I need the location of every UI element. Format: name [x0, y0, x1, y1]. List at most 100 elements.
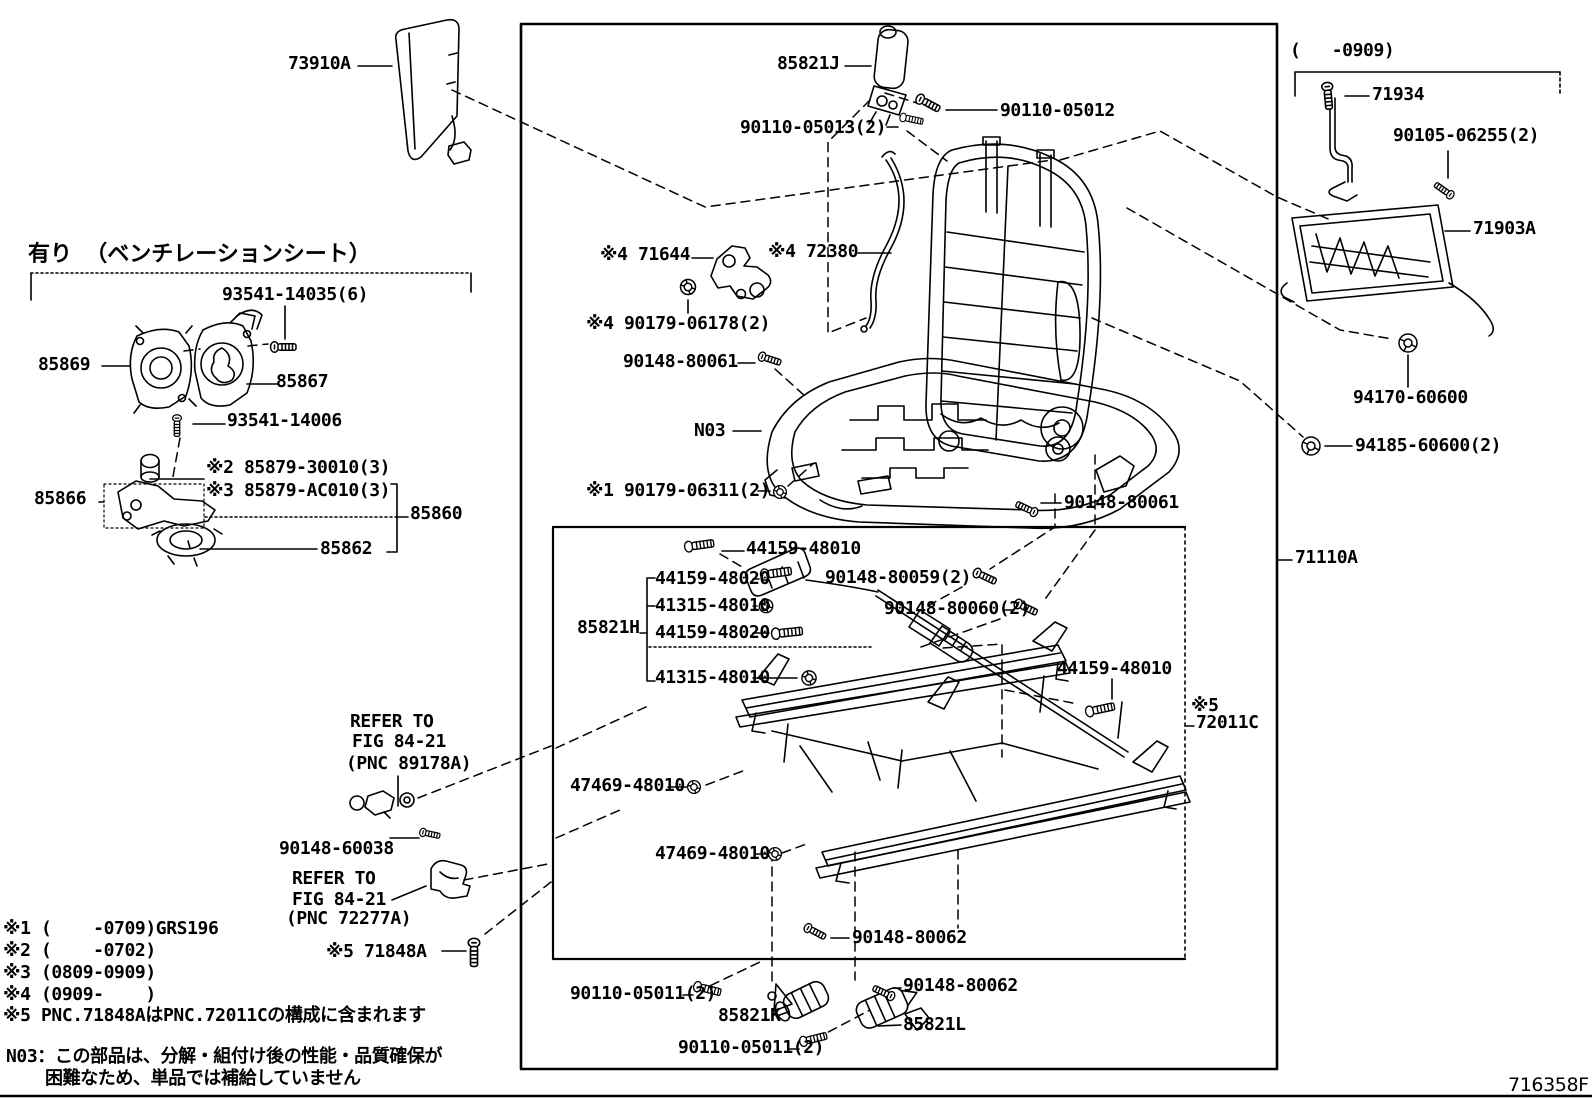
- latch-71644-drawing: [710, 245, 772, 300]
- screw-71934-icon: [1320, 81, 1336, 111]
- note-4: ※4 (0909- ): [3, 984, 156, 1005]
- lumbar-cable-drawing: [860, 150, 905, 333]
- date-bracket-0909: [1294, 71, 1561, 97]
- part-label-85869: 85869: [38, 354, 91, 375]
- screw-90148-80059-icon: [970, 566, 999, 587]
- construction-dashed-lines: [171, 89, 1393, 1047]
- group-bracket-85821H: [639, 577, 873, 682]
- bolt-44159-48010b-icon: [1083, 700, 1117, 719]
- part-label-85867: 85867: [276, 371, 329, 392]
- group-box-85866: [98, 483, 205, 529]
- part-label-85866: 85866: [34, 488, 87, 509]
- motor-85821K-drawing: [767, 980, 830, 1022]
- refer-part-89178A-drawing: [349, 790, 415, 819]
- screw-90148-80062a-icon: [801, 921, 828, 942]
- part-label-94185-60600: 94185-60600(2): [1355, 435, 1502, 456]
- part-label-47469-48010-1: 47469-48010: [570, 775, 685, 796]
- figure-code: 716358F: [1508, 1074, 1589, 1096]
- note-n03-line2: 困難なため、単品では補給していません: [45, 1068, 361, 1089]
- screw-90148-80061a-icon: [756, 350, 783, 368]
- note-n03-line1: N03：この部品は、分解・組付け後の性能・品質確保が: [6, 1046, 443, 1067]
- bolt-44159-48010a-icon: [683, 537, 716, 554]
- part-label-90105-06255: 90105-06255(2): [1393, 125, 1540, 146]
- nut-94170-60600-icon: [1398, 333, 1418, 353]
- part-label-90179-06178: ※4 90179-06178(2): [586, 313, 771, 334]
- nut-90179-06178-icon: [679, 278, 697, 296]
- refer-part-72277A-drawing: [430, 859, 471, 899]
- part-label-85879-AC010: ※3 85879-AC010(3): [206, 480, 391, 501]
- part-label-90148-80061-right: 90148-80061: [1064, 492, 1179, 513]
- part-label-85821J: 85821J: [777, 53, 840, 74]
- part-label-93541-14035: 93541-14035(6): [222, 284, 369, 305]
- part-label-71934: 71934: [1372, 84, 1425, 105]
- note-5: ※5 PNC.71848AはPNC.72011Cの構成に含まれます: [3, 1005, 426, 1026]
- seat-back-board-drawing: [394, 18, 472, 165]
- bolt-44159-48020b-icon: [770, 624, 804, 641]
- nut-47469-48010b-icon: [767, 846, 783, 862]
- refer1-line1: REFER TO: [350, 711, 434, 732]
- main-frame-box: [519, 22, 1279, 1071]
- part-label-47469-48010-2: 47469-48010: [655, 843, 770, 864]
- part-label-72380: ※4 72380: [768, 241, 859, 262]
- part-label-90148-80059: 90148-80059(2): [825, 567, 972, 588]
- date-bracket-label: ( -0909): [1290, 40, 1395, 61]
- part-label-73910A: 73910A: [288, 53, 351, 74]
- part-label-90148-80061-left: 90148-80061: [623, 351, 738, 372]
- part-label-72011C-mark: ※5: [1191, 695, 1219, 716]
- vent-valve-cluster-drawing: [117, 453, 223, 567]
- nut-47469-48010a-icon: [686, 779, 702, 795]
- note-3: ※3 (0809-0909): [3, 962, 156, 983]
- note-2: ※2 ( -0702): [3, 940, 156, 961]
- part-label-41315-48010-1: 41315-48010: [655, 595, 770, 616]
- blower-85867-drawing: [193, 309, 263, 407]
- screw-90148-60038-icon: [418, 827, 442, 841]
- part-label-85862: 85862: [320, 538, 373, 559]
- part-label-44159-48020-1: 44159-48020: [655, 568, 770, 589]
- part-label-90110-05011-2: 90110-05011(2): [678, 1037, 825, 1058]
- part-label-N03: N03: [694, 420, 726, 441]
- screw-90110-05012-icon: [913, 91, 943, 115]
- part-label-90148-80062-1: 90148-80062: [852, 927, 967, 948]
- part-label-90110-05013: 90110-05013(2): [740, 117, 887, 138]
- part-label-85821K: 85821K: [718, 1005, 781, 1026]
- lumbar-support-71903A-drawing: [1280, 97, 1495, 337]
- seat-track-assembly-drawing: [735, 621, 1191, 884]
- screw-71848A-icon: [467, 937, 481, 968]
- seat-back-frame-drawing: [925, 136, 1102, 462]
- part-label-71644: ※4 71644: [600, 244, 691, 265]
- ventilation-section-title: 有り （ベンチレーションシート）: [28, 242, 371, 267]
- nut-90179-06311-icon: [772, 484, 788, 500]
- part-label-90148-80062-2: 90148-80062: [903, 975, 1018, 996]
- slide-motor-85821H-drawing: [744, 547, 1129, 758]
- part-label-44159-48010-right: 44159-48010: [1057, 658, 1172, 679]
- leader-lines: [101, 65, 1471, 1050]
- seat-cushion-frame-drawing: [764, 357, 1180, 530]
- ventilation-bracket: [30, 272, 472, 301]
- part-label-44159-48010-top: 44159-48010: [746, 538, 861, 559]
- refer2-line3: (PNC 72277A): [286, 908, 412, 929]
- part-label-90179-06311: ※1 90179-06311(2): [586, 480, 771, 501]
- note-1: ※1 ( -0709)GRS196: [3, 918, 219, 939]
- grommet-94185-60600-icon: [1301, 436, 1321, 456]
- part-label-90110-05011-1: 90110-05011(2): [570, 983, 717, 1004]
- refer2-line1: REFER TO: [292, 868, 376, 889]
- part-label-72011C: 72011C: [1196, 712, 1259, 733]
- motor-85821J-drawing: [867, 25, 909, 126]
- part-label-85821L: 85821L: [903, 1014, 966, 1035]
- screw-93541-14035-icon: [269, 341, 297, 353]
- blower-85869-drawing: [129, 325, 197, 414]
- screw-93541-14006-icon: [171, 414, 183, 438]
- part-label-71903A: 71903A: [1473, 218, 1536, 239]
- part-label-71848A: ※5 71848A: [326, 941, 427, 962]
- part-label-90148-60038: 90148-60038: [279, 838, 394, 859]
- refer2-line2: FIG 84-21: [292, 889, 386, 910]
- part-label-90110-05012: 90110-05012: [1000, 100, 1115, 121]
- nut-41315-48010b-icon: [801, 670, 817, 686]
- group-bracket-85860: [204, 483, 409, 553]
- part-label-85860: 85860: [410, 503, 463, 524]
- bolt-90110-05013-icon: [898, 112, 925, 127]
- part-label-90148-80060: 90148-80060(2): [884, 598, 1031, 619]
- part-label-93541-14006: 93541-14006: [227, 410, 342, 431]
- screw-90148-80061b-icon: [1013, 498, 1040, 519]
